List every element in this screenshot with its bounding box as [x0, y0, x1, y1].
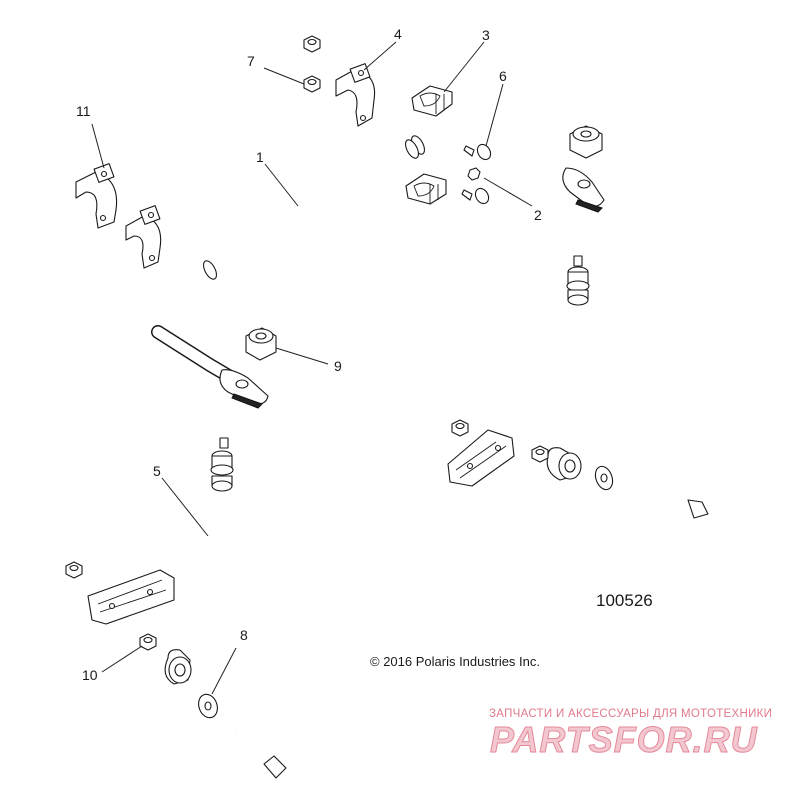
clamp-left-lower	[125, 205, 162, 269]
callout-2: 2	[534, 207, 542, 223]
long-bolt-right	[631, 488, 709, 519]
link-right	[546, 255, 590, 481]
nut-right-bracket	[451, 419, 469, 437]
long-bolt-left	[234, 730, 287, 779]
callout-10: 10	[82, 667, 98, 683]
end-bushing-left	[245, 327, 277, 361]
mount-bracket-left	[87, 569, 175, 625]
callout-1: 1	[256, 149, 264, 165]
callout-5: 5	[153, 463, 161, 479]
leader-lines	[91, 41, 533, 695]
end-bushing-right	[569, 125, 603, 159]
callout-8: 8	[240, 627, 248, 643]
nut-right-link	[531, 445, 549, 463]
callout-11: 11	[76, 103, 91, 119]
clamp-left-upper	[75, 163, 118, 229]
callout-7: 7	[247, 53, 255, 69]
callout-3: 3	[482, 27, 490, 43]
callout-labels: 1 2 3 4 5 6 7 8 9 10 11	[76, 26, 542, 683]
link-left	[164, 437, 234, 685]
nut-10	[139, 633, 157, 651]
mount-bracket-right	[447, 429, 515, 487]
nut-7	[303, 75, 321, 93]
figure-number: 100526	[596, 591, 653, 610]
small-nut-2	[467, 167, 481, 181]
callout-4: 4	[394, 26, 402, 42]
watermark-logo: PARTSFOR.RU	[490, 719, 758, 760]
bolt-6-upper	[463, 143, 492, 161]
bolt-lower	[461, 187, 490, 205]
callout-9: 9	[334, 358, 342, 374]
watermark: ЗАПЧАСТИ И АКСЕССУАРЫ ДЛЯ МОТОТЕХНИКИ PA…	[489, 708, 772, 761]
watermark-tagline: ЗАПЧАСТИ И АКСЕССУАРЫ ДЛЯ МОТОТЕХНИКИ	[489, 708, 772, 720]
clamp-upper	[335, 63, 376, 127]
bar-bushing-lower	[405, 173, 447, 205]
copyright-notice: © 2016 Polaris Industries Inc.	[370, 654, 540, 669]
bar-bushing-upper	[411, 85, 453, 117]
washer-right	[594, 465, 614, 491]
callout-6: 6	[499, 68, 507, 84]
washer-8	[198, 693, 218, 719]
nut-top	[303, 35, 321, 53]
stabilizer-bar	[151, 112, 605, 409]
nut-left-bracket	[65, 561, 83, 579]
